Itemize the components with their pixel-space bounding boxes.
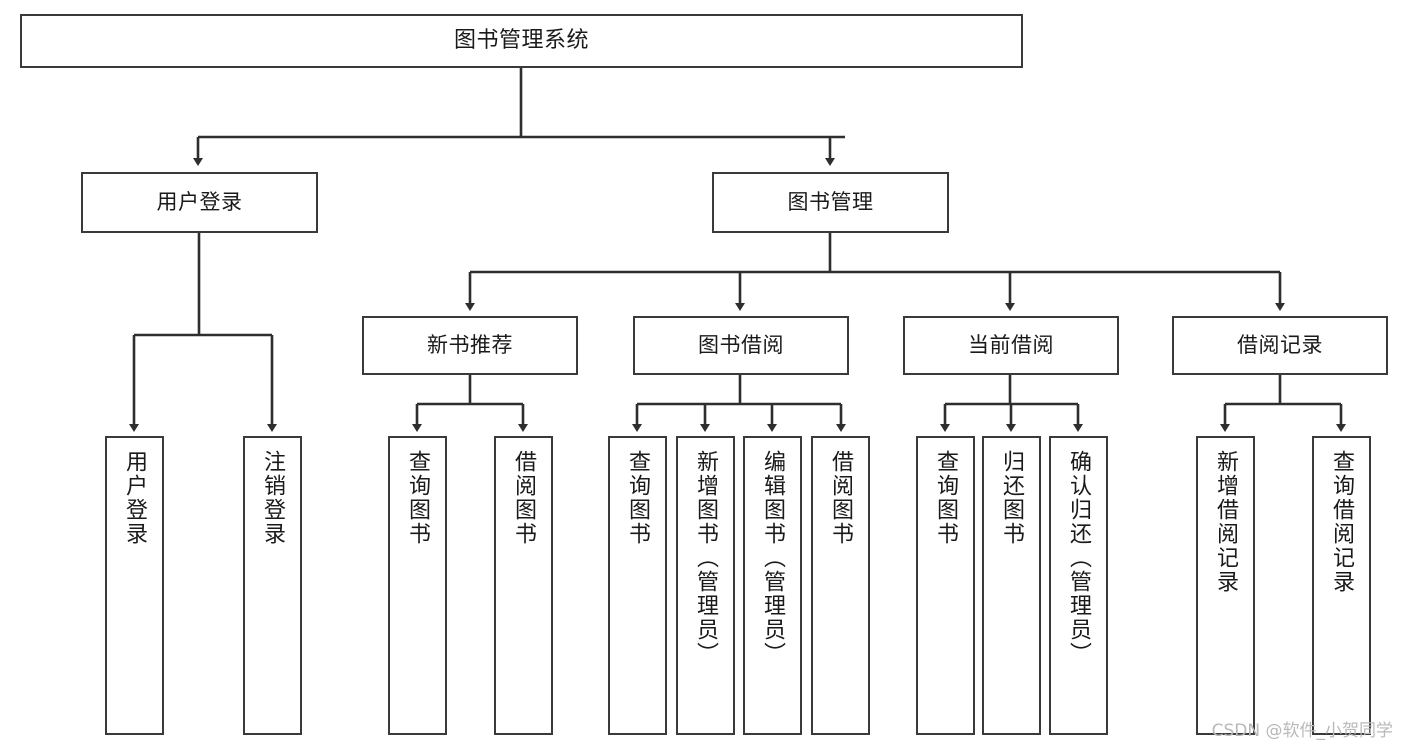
node-label: 查询图书 <box>405 450 431 546</box>
node-leaf-query-book-recommend[interactable]: 查询图书 <box>388 436 447 735</box>
node-label: 借阅图书 <box>511 450 537 546</box>
node-label: 用户登录 <box>122 450 148 546</box>
node-leaf-confirm-return-admin[interactable]: 确认归还（管理员） <box>1049 436 1108 735</box>
node-leaf-add-book-admin[interactable]: 新增图书（管理员） <box>676 436 735 735</box>
node-label: 查询图书 <box>933 450 959 546</box>
node-leaf-return-book[interactable]: 归还图书 <box>982 436 1041 735</box>
node-label: 编辑图书（管理员） <box>760 450 786 666</box>
node-borrow-record[interactable]: 借阅记录 <box>1172 316 1388 375</box>
node-book-management[interactable]: 图书管理 <box>712 172 949 233</box>
node-label: 借阅图书 <box>828 450 854 546</box>
node-leaf-borrow-book-recommend[interactable]: 借阅图书 <box>494 436 553 735</box>
node-label: 确认归还（管理员） <box>1066 450 1092 666</box>
node-leaf-add-borrow-record[interactable]: 新增借阅记录 <box>1196 436 1255 735</box>
node-label: 查询图书 <box>625 450 651 546</box>
node-label: 借阅记录 <box>1237 332 1323 357</box>
node-leaf-query-book-current[interactable]: 查询图书 <box>916 436 975 735</box>
node-label: 新书推荐 <box>427 332 513 357</box>
node-current-borrow[interactable]: 当前借阅 <box>903 316 1119 375</box>
node-label: 图书管理系统 <box>453 27 589 53</box>
node-label: 用户登录 <box>156 189 243 214</box>
node-label: 图书管理 <box>787 189 874 214</box>
node-label: 查询借阅记录 <box>1329 450 1355 594</box>
node-new-book-recommend[interactable]: 新书推荐 <box>362 316 578 375</box>
node-leaf-query-borrow-record[interactable]: 查询借阅记录 <box>1312 436 1371 735</box>
node-label: 新增借阅记录 <box>1213 450 1239 594</box>
node-label: 归还图书 <box>999 450 1025 546</box>
node-label: 注销登录 <box>260 450 286 546</box>
node-book-borrow[interactable]: 图书借阅 <box>633 316 849 375</box>
node-label: 新增图书（管理员） <box>693 450 719 666</box>
node-leaf-edit-book-admin[interactable]: 编辑图书（管理员） <box>743 436 802 735</box>
node-user-login[interactable]: 用户登录 <box>81 172 318 233</box>
node-leaf-logout[interactable]: 注销登录 <box>243 436 302 735</box>
watermark-text: CSDN @软件_小贺同学 <box>1211 721 1393 741</box>
node-label: 图书借阅 <box>698 332 784 357</box>
node-label: 当前借阅 <box>968 332 1054 357</box>
node-leaf-borrow-book[interactable]: 借阅图书 <box>811 436 870 735</box>
node-leaf-query-book-borrow[interactable]: 查询图书 <box>608 436 667 735</box>
node-root-book-management-system[interactable]: 图书管理系统 <box>20 14 1023 68</box>
node-leaf-user-login[interactable]: 用户登录 <box>105 436 164 735</box>
